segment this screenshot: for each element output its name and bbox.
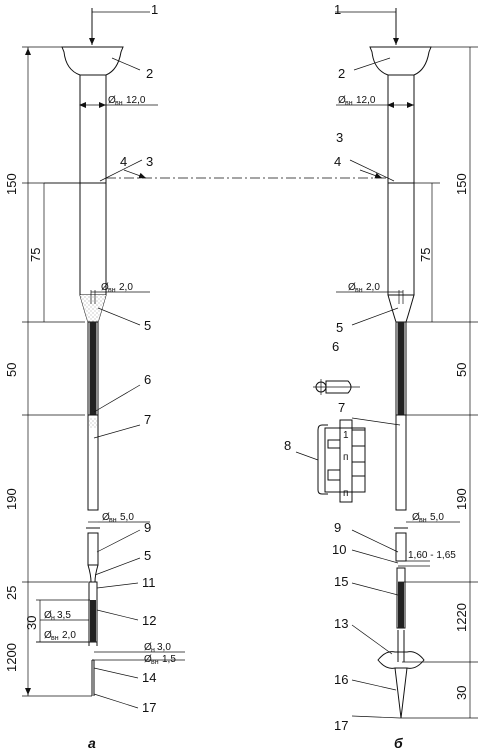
callout-7-left: 7 (144, 412, 151, 427)
svg-text:вн: вн (109, 517, 117, 524)
dim-30-left: 30 (24, 616, 39, 630)
svg-text:12,0: 12,0 (356, 95, 376, 106)
diameter-12-right: Ø вн 12,0 (338, 95, 376, 107)
callout-1-right: 1 (334, 2, 341, 17)
callout-3-left: 3 (146, 154, 153, 169)
svg-text:2,0: 2,0 (62, 630, 76, 641)
callout-17-right: 17 (334, 718, 348, 733)
diameter-2-left: Ø вн 2,0 (101, 282, 133, 294)
callout-1-left: 1 (151, 2, 158, 17)
svg-text:Ø: Ø (144, 654, 152, 665)
svg-text:5,0: 5,0 (430, 512, 444, 523)
svg-text:Ø: Ø (108, 95, 116, 106)
callout-17-left: 17 (142, 700, 156, 715)
svg-text:5,0: 5,0 (120, 512, 134, 523)
callout-12: 12 (142, 613, 156, 628)
svg-text:Ø: Ø (412, 512, 420, 523)
diameter-15-left: Ø вн 1,5 (144, 654, 176, 666)
svg-text:1,5: 1,5 (162, 654, 176, 665)
dim-50-right: 50 (454, 363, 469, 377)
callout-2-left: 2 (146, 66, 153, 81)
svg-text:вн: вн (355, 287, 363, 294)
callout-11: 11 (142, 575, 156, 590)
svg-text:вн: вн (345, 100, 353, 107)
svg-text:вн: вн (108, 287, 116, 294)
svg-text:3,5: 3,5 (57, 610, 71, 621)
dim-30-right: 30 (454, 686, 469, 700)
callout-9-right: 9 (334, 520, 341, 535)
callout-9-left: 9 (144, 520, 151, 535)
dim-150-right: 150 (454, 173, 469, 195)
callout-14: 14 (142, 670, 156, 685)
callout-4-left: 4 (120, 154, 127, 169)
dim-50-left: 50 (4, 363, 19, 377)
svg-text:н: н (151, 647, 155, 654)
diameter-5-right: Ø вн 5,0 (412, 512, 444, 524)
diameter-12-left: Ø вн 12,0 (108, 95, 146, 107)
scale-mark-1: 1 (343, 430, 349, 441)
diameter-5-left: Ø вн 5,0 (102, 512, 134, 524)
svg-text:н: н (51, 615, 55, 622)
svg-text:Ø: Ø (101, 282, 109, 293)
dim-75-left: 75 (28, 248, 43, 262)
dim-1220-right: 1220 (454, 603, 469, 632)
diameter-35-left: Ø н 3,5 (44, 610, 71, 622)
dim-25-left: 25 (4, 586, 19, 600)
dim-190-left: 190 (4, 488, 19, 510)
callout-15: 15 (334, 574, 348, 589)
callout-5b-left: 5 (144, 548, 151, 563)
callout-10: 10 (332, 542, 346, 557)
view-a (22, 8, 185, 709)
callout-7-right: 7 (338, 400, 345, 415)
dim-150-left: 150 (4, 173, 19, 195)
svg-text:12,0: 12,0 (126, 95, 146, 106)
svg-text:вн: вн (115, 100, 123, 107)
svg-text:Ø: Ø (348, 282, 356, 293)
diameter-3-left: Ø н 3,0 (144, 642, 171, 654)
svg-text:2,0: 2,0 (366, 282, 380, 293)
svg-text:Ø: Ø (44, 610, 52, 621)
svg-text:Ø: Ø (44, 630, 52, 641)
svg-text:Ø: Ø (338, 95, 346, 106)
scale-mark-n1: п (343, 452, 348, 463)
callout-13: 13 (334, 616, 348, 631)
scale-mark-n2: п (343, 488, 348, 499)
svg-text:Ø: Ø (102, 512, 110, 523)
caption-b: б (394, 735, 403, 751)
callout-3-right: 3 (336, 130, 343, 145)
callout-16: 16 (334, 672, 348, 687)
svg-text:2,0: 2,0 (119, 282, 133, 293)
range-label: 1,60 - 1,65 (408, 550, 456, 561)
callout-6-left: 6 (144, 372, 151, 387)
svg-text:вн: вн (151, 659, 159, 666)
callout-4-right: 4 (334, 154, 341, 169)
dim-190-right: 190 (454, 488, 469, 510)
callout-2-right: 2 (338, 66, 345, 81)
svg-text:3,0: 3,0 (157, 642, 171, 653)
diameter-2-lower-left: Ø вн 2,0 (44, 630, 76, 642)
callout-6-right: 6 (332, 339, 339, 354)
svg-text:вн: вн (419, 517, 427, 524)
svg-text:Ø: Ø (144, 642, 152, 653)
view-b (295, 8, 478, 719)
dim-1200-left: 1200 (4, 643, 19, 672)
caption-a: а (88, 735, 96, 751)
dim-75-right: 75 (418, 248, 433, 262)
callout-5-left: 5 (144, 318, 151, 333)
callout-8: 8 (284, 438, 291, 453)
callout-5-right: 5 (336, 320, 343, 335)
diameter-2-right: Ø вн 2,0 (348, 282, 380, 294)
svg-text:вн: вн (51, 635, 59, 642)
